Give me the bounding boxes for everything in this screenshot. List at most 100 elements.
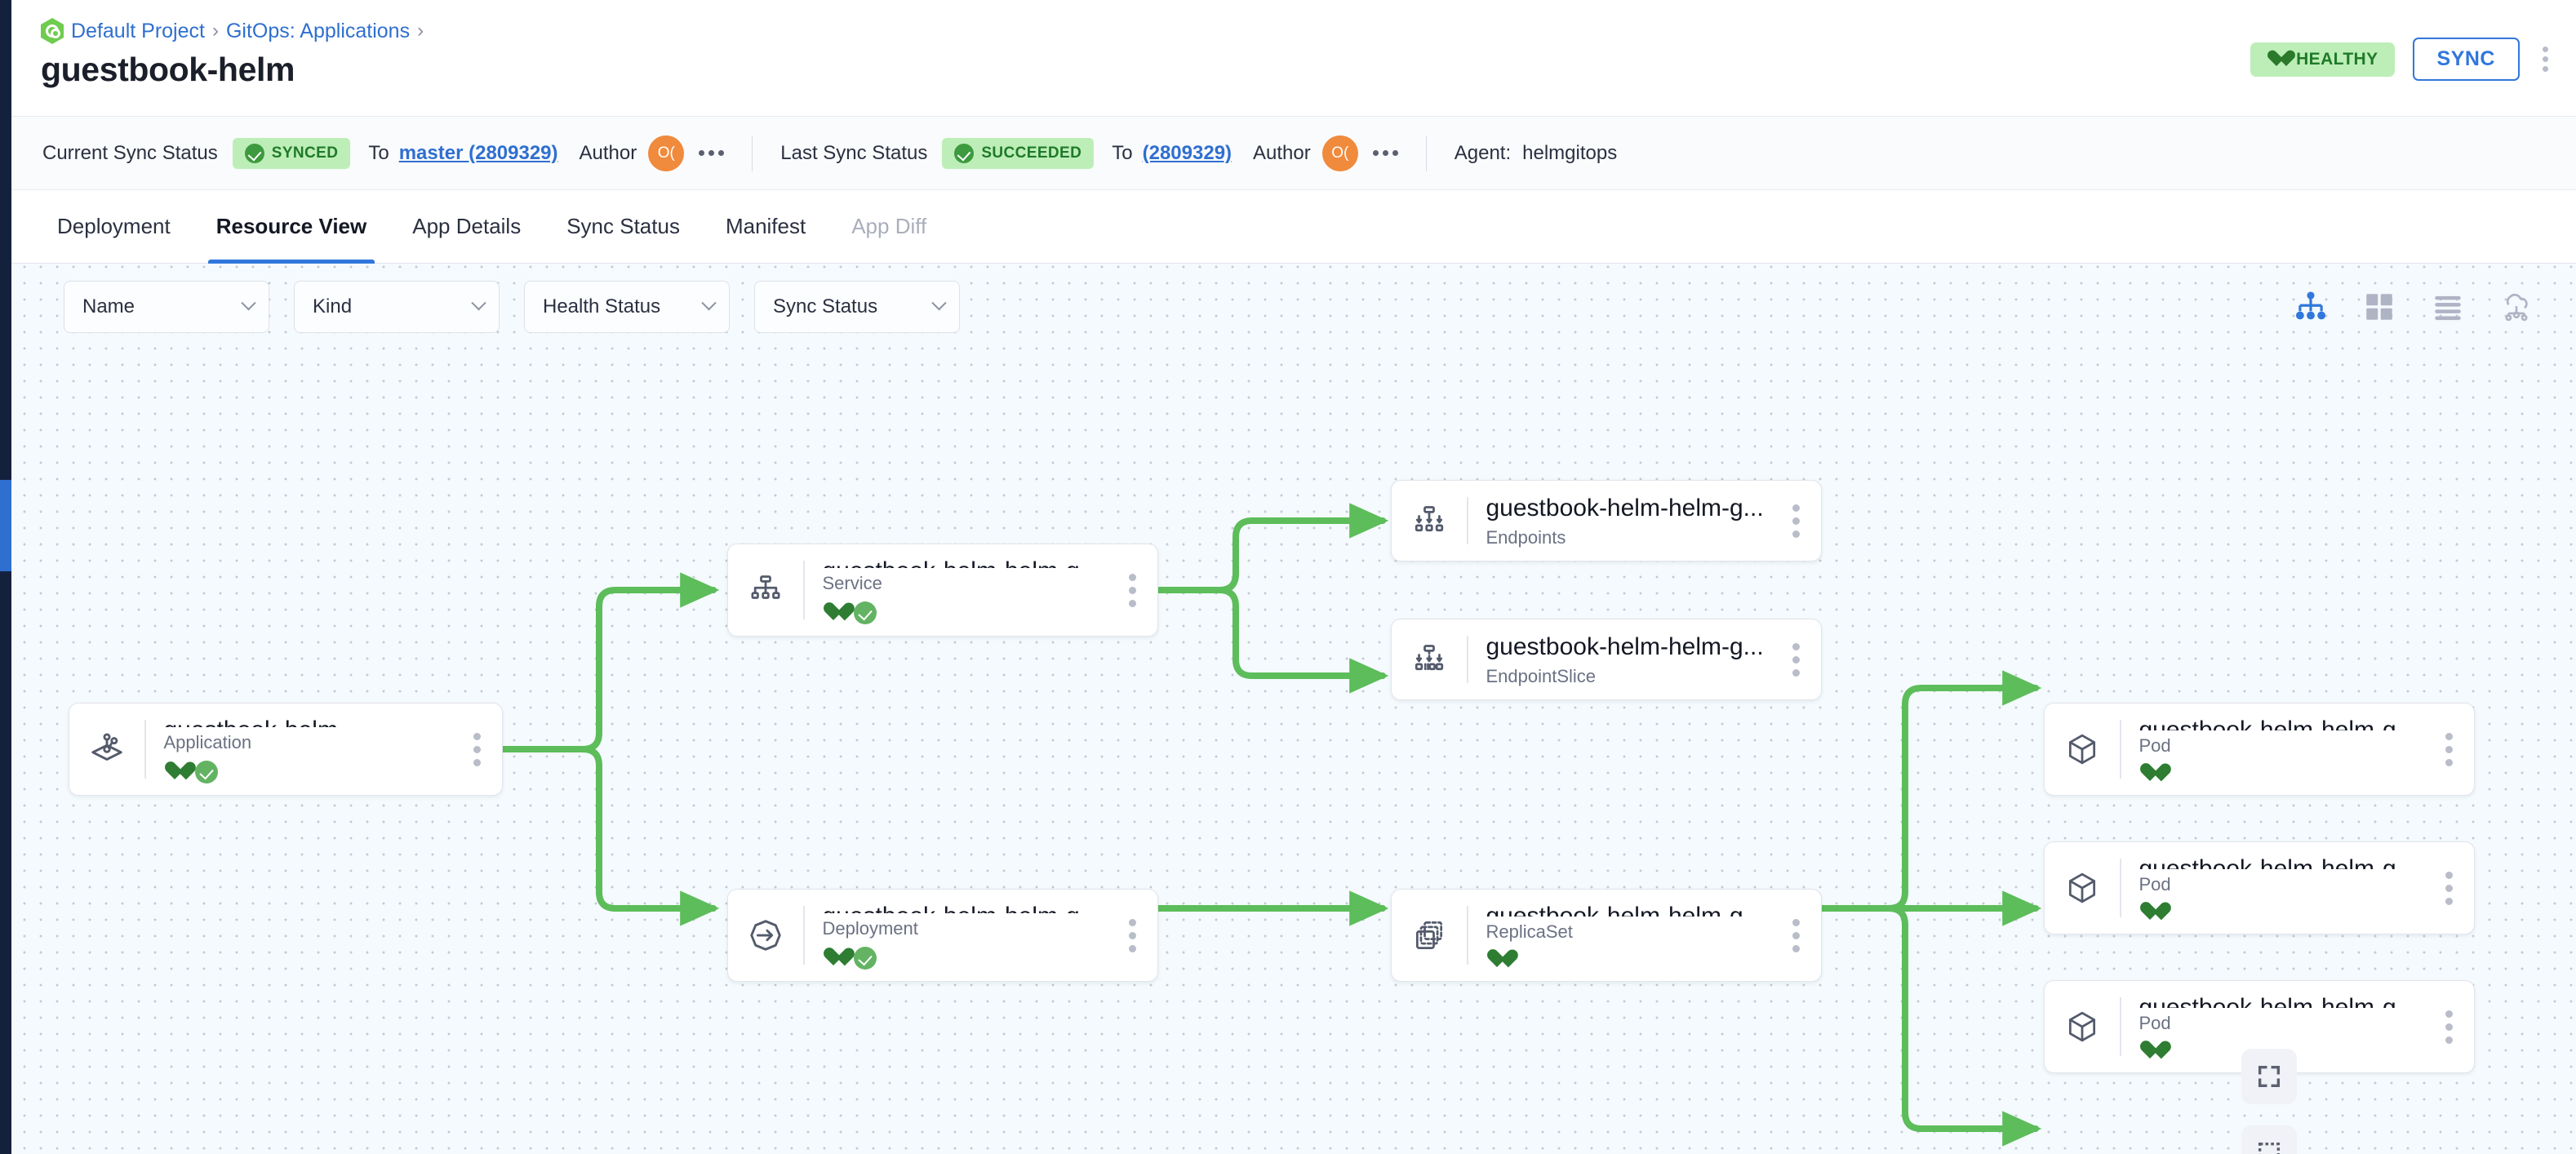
agent-label: Agent: — [1454, 141, 1512, 164]
heart-icon — [823, 948, 845, 968]
list-view-icon[interactable] — [2431, 290, 2465, 324]
divider — [144, 720, 146, 779]
grid-view-icon[interactable] — [2362, 290, 2396, 324]
node-more-options-icon[interactable] — [2423, 703, 2474, 795]
breadcrumb-item-gitops-applications[interactable]: GitOps: Applications — [225, 19, 411, 42]
node-status — [2139, 764, 2424, 783]
current-sync-status-chip: SYNCED — [232, 137, 351, 169]
heart-icon — [164, 762, 186, 782]
avatar-2[interactable]: O( — [1321, 135, 1358, 171]
agent-value: helmgitops — [1522, 141, 1618, 164]
node-status — [823, 947, 1108, 970]
node-more-options-icon[interactable] — [1107, 890, 1157, 981]
node-more-options-icon[interactable] — [1107, 544, 1157, 636]
filter-health-status[interactable]: Health Status — [524, 280, 730, 333]
breadcrumb-item-default-project[interactable]: Default Project — [71, 19, 205, 42]
tab-bar: Deployment Resource View App Details Syn… — [11, 190, 2576, 264]
breadcrumb: Default Project › GitOps: Applications › — [41, 18, 424, 44]
node-title: guestbook-helm-helm-g... — [1486, 632, 1764, 660]
last-sync-status-chip: SUCCEEDED — [942, 137, 1095, 169]
fullscreen-icon[interactable] — [2241, 1049, 2297, 1104]
graph-node-service[interactable]: guestbook-helm-helm-g... Service — [727, 544, 1158, 637]
current-sync-status-chip-label: SYNCED — [271, 144, 339, 162]
filter-bar: Name Kind Health Status Sync Status — [11, 264, 2576, 349]
service-icon — [728, 544, 803, 636]
sync-button[interactable]: SYNC — [2412, 38, 2520, 81]
node-title: guestbook-helm-helm-g... — [823, 557, 1108, 568]
node-more-options-icon[interactable] — [2423, 842, 2474, 934]
left-nav-rail-active-indicator — [0, 480, 11, 571]
left-nav-rail[interactable] — [0, 0, 11, 1154]
last-sync-more-icon[interactable] — [1372, 150, 1398, 156]
status-badge-healthy: HEALTHY — [2250, 42, 2395, 77]
node-title: guestbook-helm — [164, 717, 452, 727]
current-sync-author-label: Author — [579, 141, 637, 164]
graph-node-deployment[interactable]: guestbook-helm-helm-g... Deployment — [727, 889, 1158, 982]
chevron-down-icon — [471, 295, 486, 311]
node-more-options-icon[interactable] — [2423, 981, 2474, 1072]
view-mode-toggles — [2294, 264, 2534, 349]
filter-sync-status[interactable]: Sync Status — [754, 280, 960, 333]
heart-icon — [1486, 950, 1508, 970]
tab-manifest[interactable]: Manifest — [725, 214, 806, 238]
current-sync-status-label: Current Sync Status — [42, 141, 218, 164]
endpoints-icon — [1392, 481, 1467, 561]
tab-app-details[interactable]: App Details — [412, 214, 522, 238]
node-status — [823, 601, 1108, 624]
node-kind: ReplicaSet — [1486, 921, 1573, 942]
node-title: guestbook-helm-helm-g... — [823, 903, 1108, 913]
graph-node-pod-2[interactable]: guestbook-helm-helm-g... Pod — [2044, 841, 2475, 934]
node-more-options-icon[interactable] — [451, 703, 502, 795]
network-view-icon[interactable] — [2499, 290, 2534, 324]
divider — [1467, 906, 1468, 965]
replicaset-icon — [1392, 890, 1467, 981]
tab-sync-status[interactable]: Sync Status — [566, 214, 680, 238]
node-kind: Pod — [2139, 874, 2171, 894]
divider — [1467, 497, 1468, 544]
heart-icon — [2139, 764, 2161, 783]
avatar[interactable]: O( — [648, 135, 685, 171]
more-options-icon[interactable] — [2538, 42, 2553, 77]
heart-icon — [2139, 903, 2161, 922]
page-header: Default Project › GitOps: Applications ›… — [11, 0, 2576, 117]
filter-name[interactable]: Name — [64, 280, 269, 333]
chevron-down-icon — [931, 295, 947, 311]
filter-name-label: Name — [82, 295, 135, 317]
graph-node-replicaset[interactable]: guestbook-helm-helm-g... ReplicaSet — [1391, 889, 1822, 982]
health-badge-label: HEALTHY — [2296, 49, 2378, 69]
header-actions: HEALTHY SYNC — [2250, 38, 2553, 81]
project-logo-icon — [41, 18, 64, 44]
graph-node-endpoints[interactable]: guestbook-helm-helm-g... Endpoints — [1391, 480, 1822, 561]
filter-kind[interactable]: Kind — [294, 280, 500, 333]
node-title: guestbook-helm-helm-g... — [2139, 855, 2417, 869]
resource-graph-canvas[interactable]: guestbook-helm Application guestbook-hel… — [11, 264, 2576, 1154]
node-more-options-icon[interactable] — [1770, 481, 1821, 561]
node-kind: EndpointSlice — [1486, 666, 1597, 687]
heart-icon — [823, 603, 845, 623]
graph-node-application[interactable]: guestbook-helm Application — [69, 703, 503, 796]
graph-node-pod-1[interactable]: guestbook-helm-helm-g... Pod — [2044, 703, 2475, 796]
divider — [803, 561, 805, 619]
tree-view-icon[interactable] — [2294, 290, 2328, 324]
current-sync-to-label: To — [368, 141, 389, 164]
node-title: guestbook-helm-helm-g... — [2139, 717, 2417, 730]
tab-deployment[interactable]: Deployment — [57, 214, 171, 238]
tab-resource-view[interactable]: Resource View — [193, 190, 390, 264]
divider — [803, 906, 805, 965]
breadcrumb-separator-icon: › — [211, 20, 219, 42]
node-more-options-icon[interactable] — [1770, 619, 1821, 699]
graph-node-endpointslice[interactable]: guestbook-helm-helm-g... EndpointSlice — [1391, 619, 1822, 700]
last-sync-status-label: Last Sync Status — [780, 141, 928, 164]
filter-health-status-label: Health Status — [543, 295, 661, 317]
filter-kind-label: Kind — [313, 295, 353, 317]
current-sync-more-icon[interactable] — [699, 150, 725, 156]
node-title: guestbook-helm-helm-g... — [1486, 903, 1764, 917]
last-sync-revision-link[interactable]: (2809329) — [1142, 141, 1232, 164]
filter-sync-status-label: Sync Status — [773, 295, 878, 317]
selection-box-icon[interactable] — [2241, 1125, 2297, 1154]
node-more-options-icon[interactable] — [1770, 890, 1821, 981]
node-kind: Deployment — [822, 918, 918, 939]
graph-edges — [498, 503, 2042, 1147]
current-sync-revision-link[interactable]: master (2809329) — [398, 141, 558, 164]
pod-icon — [2045, 981, 2120, 1072]
